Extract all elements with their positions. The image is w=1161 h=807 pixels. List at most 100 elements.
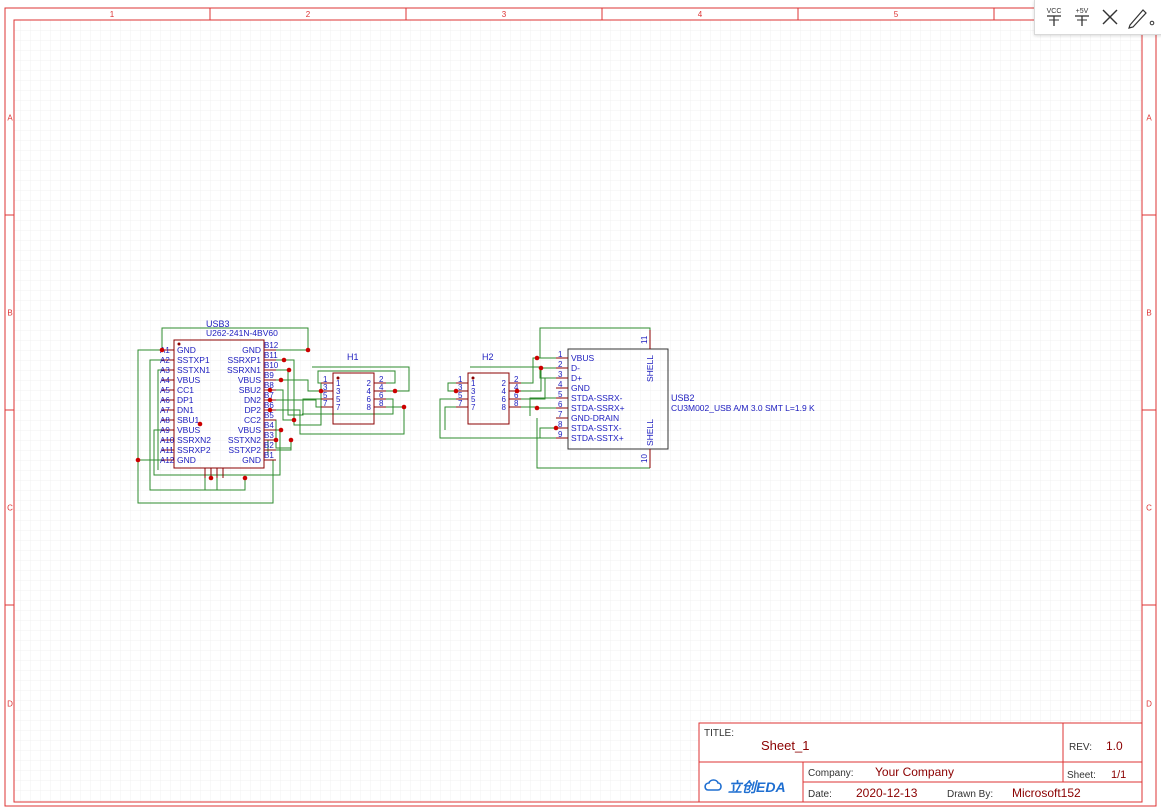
usb2-designator: USB2 (671, 393, 695, 403)
pin-number: 7 (458, 399, 463, 408)
title-value: Sheet_1 (761, 738, 809, 753)
junction-dot (281, 357, 287, 363)
junction-dot (291, 417, 297, 423)
pin-number: B9 (264, 371, 274, 380)
company-label: Company: (808, 768, 854, 779)
wire (264, 406, 405, 435)
wire (161, 327, 309, 351)
pin-name: 1 (336, 379, 341, 388)
pin-name: VBUS (177, 375, 200, 385)
junction-dot (273, 437, 279, 443)
row-label: B (7, 309, 12, 318)
column-label: 2 (306, 10, 311, 19)
pin-name: 2 (367, 379, 372, 388)
pin-name: CC1 (177, 385, 194, 395)
junction-dot (318, 388, 324, 394)
pin-number: A6 (160, 396, 170, 405)
rev-label: REV: (1069, 742, 1092, 753)
date-label: Date: (808, 789, 832, 800)
place-vcc-button[interactable]: VCC (1041, 4, 1067, 30)
title-block: TITLE: Sheet_1 REV: 1.0 Company: Your Co… (698, 722, 1143, 803)
pin-name: GND-DRAIN (571, 413, 619, 423)
pin-name: 4 (367, 387, 372, 396)
pin-number: 5 (458, 391, 463, 400)
pin-name: VBUS (177, 425, 200, 435)
wire (447, 382, 456, 392)
date-value: 2020-12-13 (856, 786, 918, 800)
pin-number: A11 (160, 446, 174, 455)
pin1-marker (177, 342, 181, 346)
wire-icon (1128, 9, 1155, 29)
pin-number: 3 (458, 383, 463, 392)
junction-dot (305, 347, 311, 353)
junction-dot (514, 388, 520, 394)
junction-dot (267, 397, 273, 403)
pin-name: 6 (502, 395, 507, 404)
pin-number: 1 (323, 375, 328, 384)
pin-name: GND (177, 455, 196, 465)
pin-name: DN2 (244, 395, 261, 405)
pin-number: B3 (264, 431, 274, 440)
pin-name: STDA-SSRX- (571, 393, 623, 403)
pin-number: A12 (160, 456, 175, 465)
pin-number: A1 (160, 346, 170, 355)
pin-number: B2 (264, 441, 274, 450)
h1-designator: H1 (347, 352, 359, 362)
pin-name: DP2 (244, 405, 261, 415)
pin-number: 4 (558, 380, 563, 389)
pin-name: 8 (502, 403, 507, 412)
pin-name: SSTXN1 (177, 365, 210, 375)
rev-value: 1.0 (1106, 739, 1123, 753)
usb3-designator: USB3 (206, 319, 230, 329)
pin-number: A7 (160, 406, 170, 415)
column-label: 3 (502, 10, 507, 19)
pin-number: 5 (323, 391, 328, 400)
pin-name: SBU1 (177, 415, 199, 425)
pin-number: A10 (160, 436, 175, 445)
pin-number: 6 (514, 391, 519, 400)
pin-number: B6 (264, 401, 274, 410)
row-label: A (1146, 114, 1152, 123)
wire (317, 370, 396, 384)
pin-name: GND (242, 345, 261, 355)
column-label: 5 (894, 10, 899, 19)
place-5v-button[interactable]: +5V (1069, 4, 1095, 30)
pin-name: VBUS (571, 353, 594, 363)
inner-border (13, 19, 1143, 803)
wire-button[interactable] (1125, 4, 1155, 30)
sheet-label: Sheet: (1067, 770, 1096, 781)
pin-number: B11 (264, 351, 278, 360)
pin-number: 6 (379, 391, 384, 400)
pin-name: STDA-SSRX+ (571, 403, 625, 413)
wire (470, 366, 556, 379)
sheet-value: 1/1 (1111, 769, 1126, 781)
no-connect-button[interactable] (1097, 4, 1123, 30)
pin-name: 2 (502, 379, 507, 388)
wire (521, 357, 556, 384)
pin-number: 8 (558, 420, 563, 429)
pin-name: SBU2 (239, 385, 261, 395)
row-label: D (7, 700, 13, 709)
pin-number: B1 (264, 451, 274, 460)
column-label: 4 (698, 10, 703, 19)
pin-name: 8 (367, 403, 372, 412)
pin-name: D+ (571, 373, 582, 383)
wire (264, 399, 321, 408)
pin-name: SHELL (645, 419, 655, 446)
pin-name: SSTXP1 (177, 355, 210, 365)
pin-name: SSRXP1 (227, 355, 261, 365)
drawn-value: Microsoft152 (1012, 786, 1081, 800)
drawn-label: Drawn By: (947, 789, 993, 800)
junction-dot (453, 388, 459, 394)
usb3-body (173, 339, 265, 469)
pin-name: 1 (471, 379, 476, 388)
wire (521, 367, 556, 392)
junction-dot (267, 387, 273, 393)
pin-number: 7 (323, 399, 328, 408)
pin-name: 7 (336, 403, 341, 412)
